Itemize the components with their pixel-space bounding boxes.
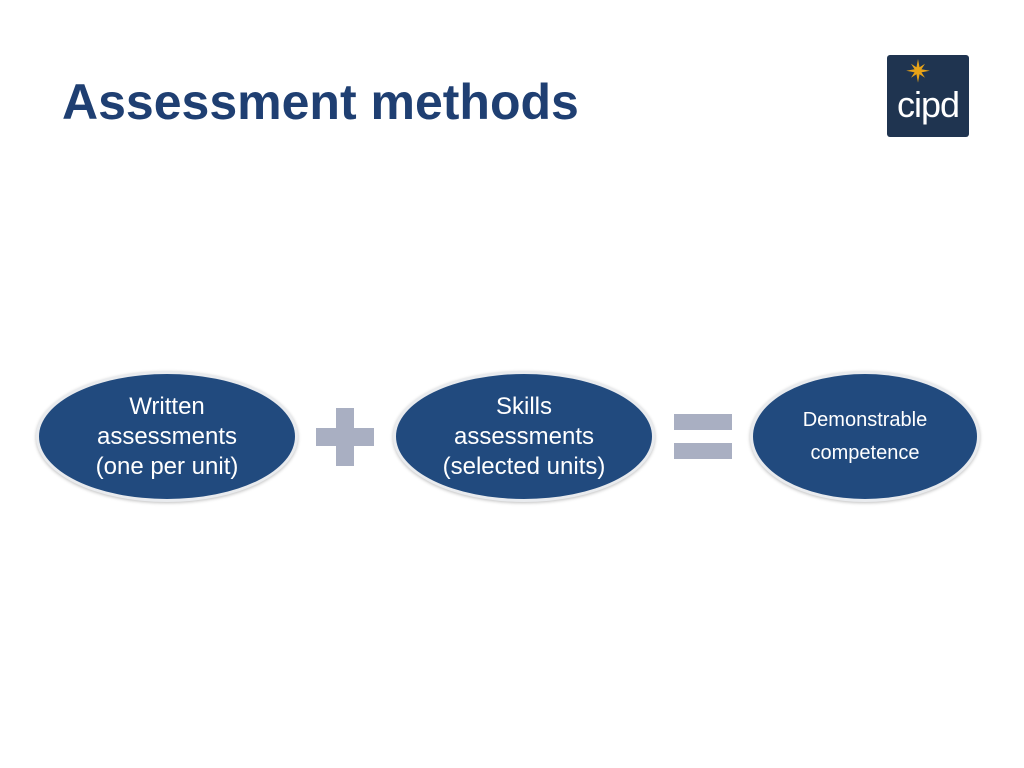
cipd-logo: cipd: [887, 55, 969, 137]
skills-assessments-label: Skills assessments (selected units): [442, 392, 606, 480]
demonstrable-competence-node: Demonstrable competence: [750, 371, 980, 502]
slide-title: Assessment methods: [62, 74, 579, 130]
written-assessments-label: Written assessments (one per unit): [95, 392, 239, 480]
plus-icon: [316, 408, 374, 466]
written-assessments-node: Written assessments (one per unit): [36, 371, 298, 502]
demonstrable-competence-label: Demonstrable competence: [802, 408, 928, 464]
compass-star-icon: [906, 59, 930, 83]
logo-wordmark: cipd: [896, 84, 960, 125]
skills-assessments-node: Skills assessments (selected units): [393, 371, 655, 502]
equals-icon: [674, 414, 732, 459]
